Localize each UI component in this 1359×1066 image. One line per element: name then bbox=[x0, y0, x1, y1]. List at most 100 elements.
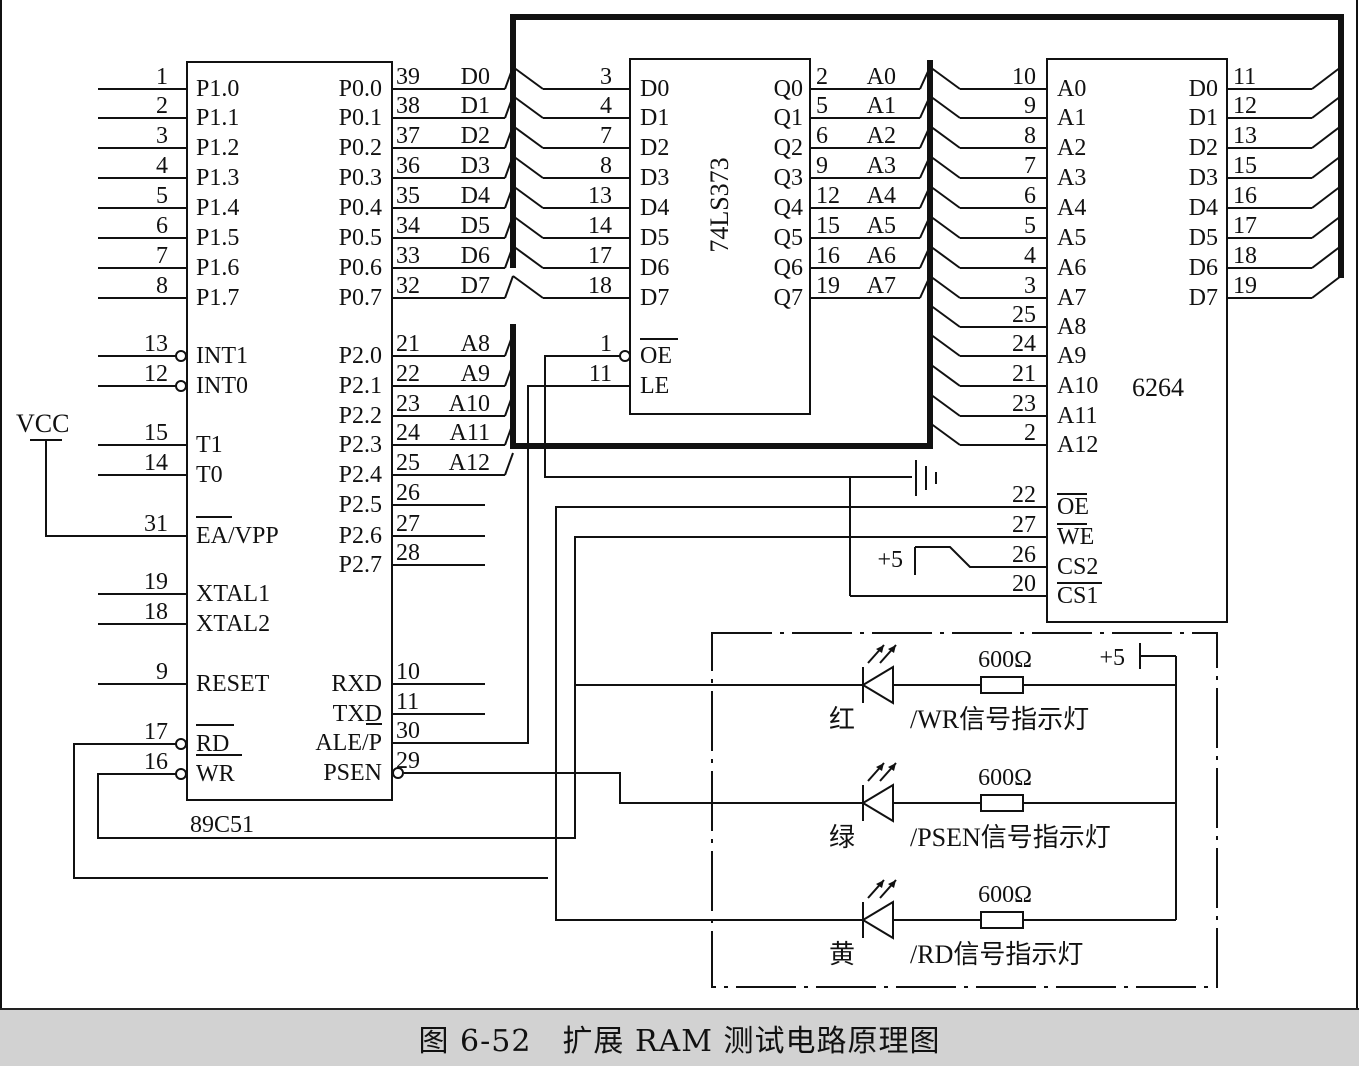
led-color-label: 红 bbox=[829, 705, 855, 734]
bus-entry bbox=[512, 155, 544, 179]
mcu-pin-label-p26: P2.6 bbox=[339, 523, 382, 549]
mcu-pin-number: 33 bbox=[396, 243, 420, 269]
ram-pin-number: 12 bbox=[1233, 93, 1257, 119]
resistor-icon bbox=[980, 794, 1024, 812]
latch-pin-label-d4: D4 bbox=[640, 195, 669, 221]
bus-entry bbox=[919, 245, 931, 269]
ram-pin-label-cs1: CS1 bbox=[1057, 583, 1098, 609]
latch-pin-number: 11 bbox=[589, 361, 612, 387]
resistor-value: 600Ω bbox=[978, 882, 1032, 908]
ram-pin-number: 20 bbox=[1012, 571, 1036, 597]
net-label-a0: A0 bbox=[867, 64, 896, 90]
ram-pin-number: 13 bbox=[1233, 123, 1257, 149]
mcu-pin-label-psen: PSEN bbox=[323, 760, 382, 786]
ram-pin-label-a8: A8 bbox=[1057, 314, 1086, 340]
ram-pin-label-a11: A11 bbox=[1057, 403, 1097, 429]
ram-pin-label-d3: D3 bbox=[1189, 165, 1218, 191]
bus-entry bbox=[1311, 95, 1342, 119]
mcu-pin-number: 8 bbox=[156, 273, 168, 299]
mcu-pin-label-p06: P0.6 bbox=[339, 255, 382, 281]
ram-name: 6264 bbox=[1132, 373, 1184, 402]
mcu-pin-label-p15: P1.5 bbox=[196, 225, 239, 251]
mcu-pin-label-t0: T0 bbox=[196, 462, 223, 488]
net-label-a8: A8 bbox=[461, 331, 490, 357]
latch-pin-number: 18 bbox=[588, 273, 612, 299]
mcu-pin-label-rd: RD bbox=[196, 731, 229, 757]
mcu-pin-number: 39 bbox=[396, 64, 420, 90]
plus5-label: +5 bbox=[877, 547, 903, 573]
mcu-pin-number: 28 bbox=[396, 540, 420, 566]
net-label-a3: A3 bbox=[867, 153, 896, 179]
mcu-pin-label-t1: T1 bbox=[196, 432, 223, 458]
ram-pin-number: 16 bbox=[1233, 183, 1257, 209]
latch-pin-label-q6: Q6 bbox=[774, 255, 803, 281]
ram-pin-number: 7 bbox=[1024, 153, 1036, 179]
net-label-d3: D3 bbox=[461, 153, 490, 179]
bus-entry bbox=[929, 215, 961, 239]
led-description: /WR信号指示灯 bbox=[910, 705, 1089, 734]
mcu-pin-label-p16: P1.6 bbox=[196, 255, 239, 281]
bus-entry bbox=[504, 66, 514, 90]
mcu-pin-number: 27 bbox=[396, 511, 420, 537]
mcu-pin-label-p11: P1.1 bbox=[196, 105, 239, 131]
bus-entry bbox=[929, 363, 961, 387]
led-diode-icon bbox=[861, 665, 894, 705]
ram-pin-number: 23 bbox=[1012, 391, 1036, 417]
net-label-a4: A4 bbox=[867, 183, 896, 209]
mcu-pin-number: 35 bbox=[396, 183, 420, 209]
bus-entry bbox=[1311, 185, 1342, 209]
mcu-pin-label-p02: P0.2 bbox=[339, 135, 382, 161]
address-bus bbox=[510, 60, 933, 449]
bus-entry bbox=[929, 185, 961, 209]
ram-pin-label-a0: A0 bbox=[1057, 76, 1086, 102]
net-label-a1: A1 bbox=[867, 93, 896, 119]
mcu-pin-number: 26 bbox=[396, 480, 420, 506]
mcu-pin-number: 3 bbox=[156, 123, 168, 149]
mcu-pin-label-int0: INT0 bbox=[196, 373, 248, 399]
bus-entry bbox=[512, 66, 544, 90]
mcu-pin-label-p12: P1.2 bbox=[196, 135, 239, 161]
latch-pin-number: 12 bbox=[816, 183, 840, 209]
led-light-arrow-icon bbox=[876, 763, 884, 771]
plus5-label: +5 bbox=[1099, 645, 1125, 671]
mcu-pin-bubble bbox=[175, 380, 187, 392]
bus-entry bbox=[919, 125, 931, 149]
ram-pin-number: 26 bbox=[1012, 542, 1036, 568]
ram-pin-label-d4: D4 bbox=[1189, 195, 1218, 221]
bus-entry bbox=[929, 125, 961, 149]
bus-entry bbox=[919, 185, 931, 209]
mcu-pin-number: 34 bbox=[396, 213, 420, 239]
latch-pin-label-q3: Q3 bbox=[774, 165, 803, 191]
latch-pin-label-d6: D6 bbox=[640, 255, 669, 281]
mcu-pin-number: 4 bbox=[156, 153, 168, 179]
latch-74ls373-body bbox=[629, 58, 811, 415]
bus-entry bbox=[1311, 245, 1342, 269]
data-bus bbox=[510, 14, 1344, 278]
net-label-d1: D1 bbox=[461, 93, 490, 119]
bus-entry bbox=[929, 304, 961, 328]
bus-entry bbox=[504, 185, 514, 209]
led-description: /PSEN信号指示灯 bbox=[910, 823, 1111, 852]
mcu-89c51-body bbox=[186, 61, 393, 801]
bus-entry bbox=[929, 333, 961, 357]
vcc-label: VCC bbox=[16, 409, 69, 438]
net-label-d6: D6 bbox=[461, 243, 490, 269]
latch-pin-number: 1 bbox=[600, 331, 612, 357]
bus-entry bbox=[512, 245, 544, 269]
mcu-pin-number: 32 bbox=[396, 273, 420, 299]
led-light-arrow-icon bbox=[888, 763, 896, 771]
mcu-pin-label-p23: P2.3 bbox=[339, 432, 382, 458]
figure-caption: 图 6-52 扩展 RAM 测试电路原理图 bbox=[418, 1024, 941, 1059]
mcu-pin-number: 37 bbox=[396, 123, 420, 149]
mcu-pin-label-rxd: RXD bbox=[331, 671, 382, 697]
net-label-a9: A9 bbox=[461, 361, 490, 387]
mcu-pin-label-int1: INT1 bbox=[196, 343, 248, 369]
mcu-pin-label-p13: P1.3 bbox=[196, 165, 239, 191]
ram-pin-number: 24 bbox=[1012, 331, 1036, 357]
resistor-value: 600Ω bbox=[978, 647, 1032, 673]
mcu-pin-number: 2 bbox=[156, 93, 168, 119]
mcu-pin-number: 18 bbox=[144, 599, 168, 625]
latch-pin-label-d3: D3 bbox=[640, 165, 669, 191]
